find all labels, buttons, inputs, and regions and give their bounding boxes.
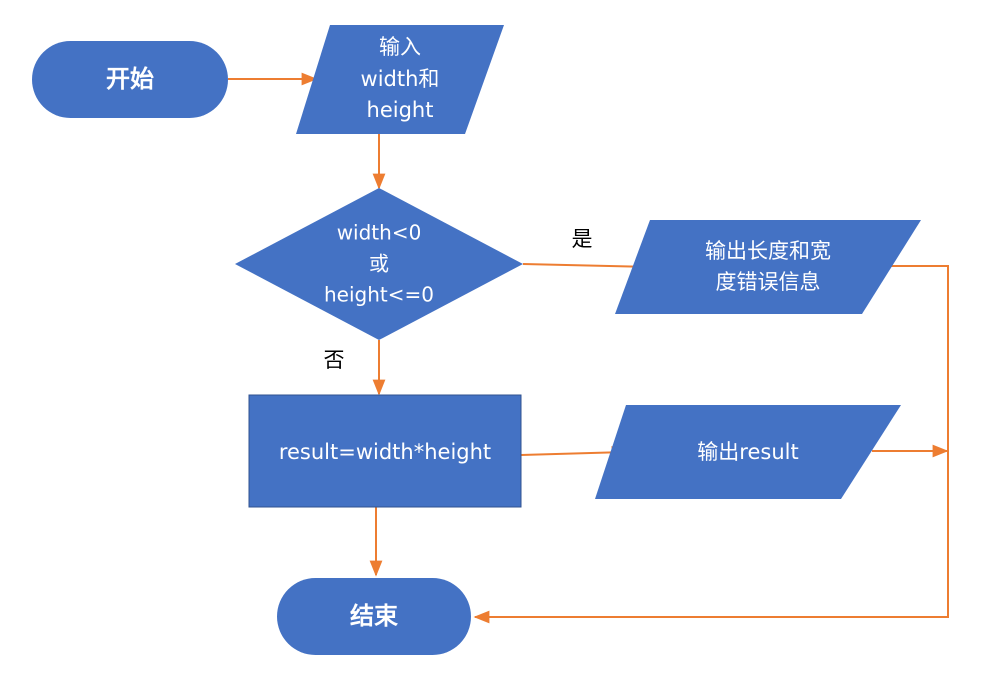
edge-label-no: 否: [324, 348, 345, 372]
connectors: [228, 72, 949, 624]
error-output-label-line-2: 度错误信息: [716, 270, 821, 294]
result-output-node: 输出result: [595, 405, 901, 499]
input-parallelogram-shape: [296, 25, 504, 134]
decision-label-line-2: 或: [369, 252, 389, 276]
edge-label-yes: 是: [572, 227, 593, 251]
input-label-line-2: width和: [361, 67, 440, 91]
start-node: 开始: [32, 41, 228, 118]
end-label: 结束: [350, 602, 399, 630]
decision-node: width<0 或 height<=0: [235, 188, 523, 340]
decision-diamond-shape: [235, 188, 523, 340]
result-output-parallelogram-shape: [595, 405, 901, 499]
decision-label-line-3: height<=0: [324, 283, 434, 307]
decision-label-line-1: width<0: [337, 221, 422, 245]
input-label-line-1: 输入: [379, 35, 421, 59]
compute-label: result=width*height: [279, 440, 491, 464]
input-label-line-3: height: [367, 98, 434, 122]
edge-error-output-to-end: [473, 265, 949, 624]
compute-process-shape: [248, 394, 522, 508]
end-node: 结束: [277, 578, 471, 655]
input-node: 输入 width和 height: [296, 25, 504, 134]
start-terminator-shape: [32, 41, 228, 118]
error-output-parallelogram-shape: [615, 220, 921, 314]
end-terminator-shape: [277, 578, 471, 655]
result-output-label: 输出result: [697, 440, 798, 464]
compute-node: result=width*height: [248, 394, 522, 508]
error-output-node: 输出长度和宽 度错误信息: [615, 220, 921, 314]
edge-decision-yes: [522, 260, 652, 274]
start-label: 开始: [106, 65, 154, 93]
error-output-label-line-1: 输出长度和宽: [705, 239, 831, 263]
edge-compute-to-result-output: [520, 446, 628, 459]
